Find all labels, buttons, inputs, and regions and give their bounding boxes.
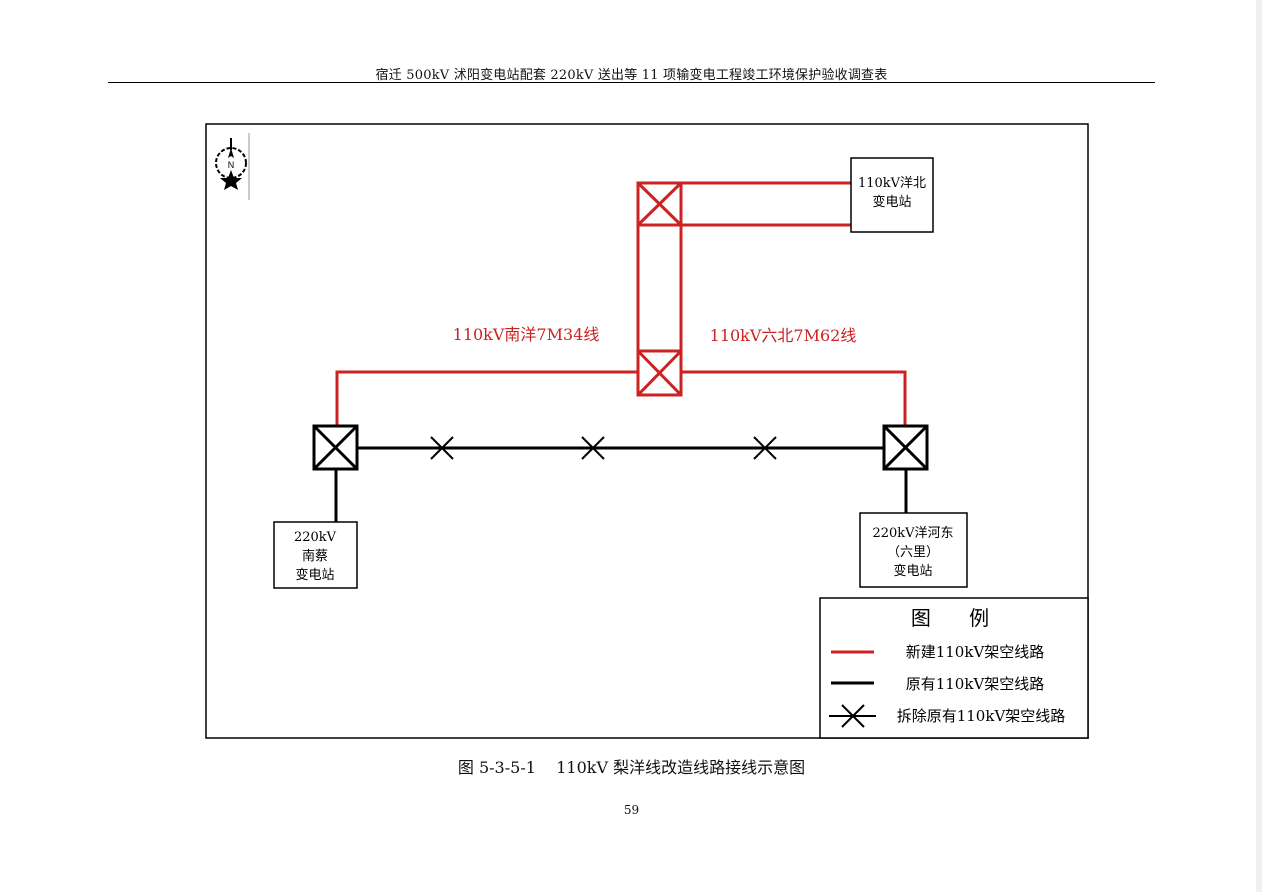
legend-label-removed: 拆除原有110kV架空线路 bbox=[897, 707, 1066, 725]
page-number: 59 bbox=[623, 803, 640, 817]
legend: 图 例 新建110kV架空线路 原有110kV架空线路 拆除原有110kV架空线… bbox=[819, 597, 1089, 739]
north-compass-icon: N bbox=[215, 133, 250, 200]
svg-text:变电站: 变电站 bbox=[893, 563, 932, 579]
new-tower-upper bbox=[636, 181, 683, 227]
header-rule bbox=[108, 82, 1155, 83]
compass-letter: N bbox=[228, 160, 235, 170]
svg-text:变电站: 变电站 bbox=[872, 194, 911, 210]
tower-right bbox=[882, 424, 929, 471]
svg-text:220kV: 220kV bbox=[294, 530, 337, 545]
legend-label-existing: 原有110kV架空线路 bbox=[906, 675, 1045, 693]
svg-text:（六里）: （六里） bbox=[887, 545, 939, 560]
line-label-nanyang: 110kV南洋7M34线 bbox=[453, 325, 600, 344]
svg-text:南蔡: 南蔡 bbox=[302, 548, 328, 564]
page-edge-shade bbox=[1256, 0, 1262, 892]
new-tower-lower bbox=[636, 349, 683, 397]
new-lines bbox=[335, 181, 907, 426]
station-yangbei: 110kV洋北 变电站 bbox=[850, 157, 934, 233]
figure-caption: 图 5-3-5-1 110kV 梨洋线改造线路接线示意图 bbox=[457, 758, 806, 777]
svg-text:220kV洋河东: 220kV洋河东 bbox=[872, 526, 953, 541]
svg-text:110kV洋北: 110kV洋北 bbox=[858, 176, 926, 191]
removal-marker bbox=[581, 436, 605, 460]
line-label-liubei: 110kV六北7M62线 bbox=[710, 326, 857, 345]
tower-left bbox=[312, 424, 359, 471]
removal-marker bbox=[753, 436, 777, 460]
svg-text:变电站: 变电站 bbox=[295, 567, 334, 583]
page-header: 宿迁 500kV 沭阳变电站配套 220kV 送出等 11 项输变电工程竣工环境… bbox=[375, 68, 888, 83]
station-yanghedong: 220kV洋河东 （六里） 变电站 bbox=[859, 512, 968, 588]
diagram-frame bbox=[205, 123, 1089, 739]
removal-marker bbox=[430, 436, 454, 460]
legend-title: 图 例 bbox=[911, 606, 989, 630]
legend-swatch-removed bbox=[829, 704, 876, 728]
legend-label-new: 新建110kV架空线路 bbox=[906, 643, 1045, 661]
station-nancai: 220kV 南蔡 变电站 bbox=[273, 521, 358, 589]
